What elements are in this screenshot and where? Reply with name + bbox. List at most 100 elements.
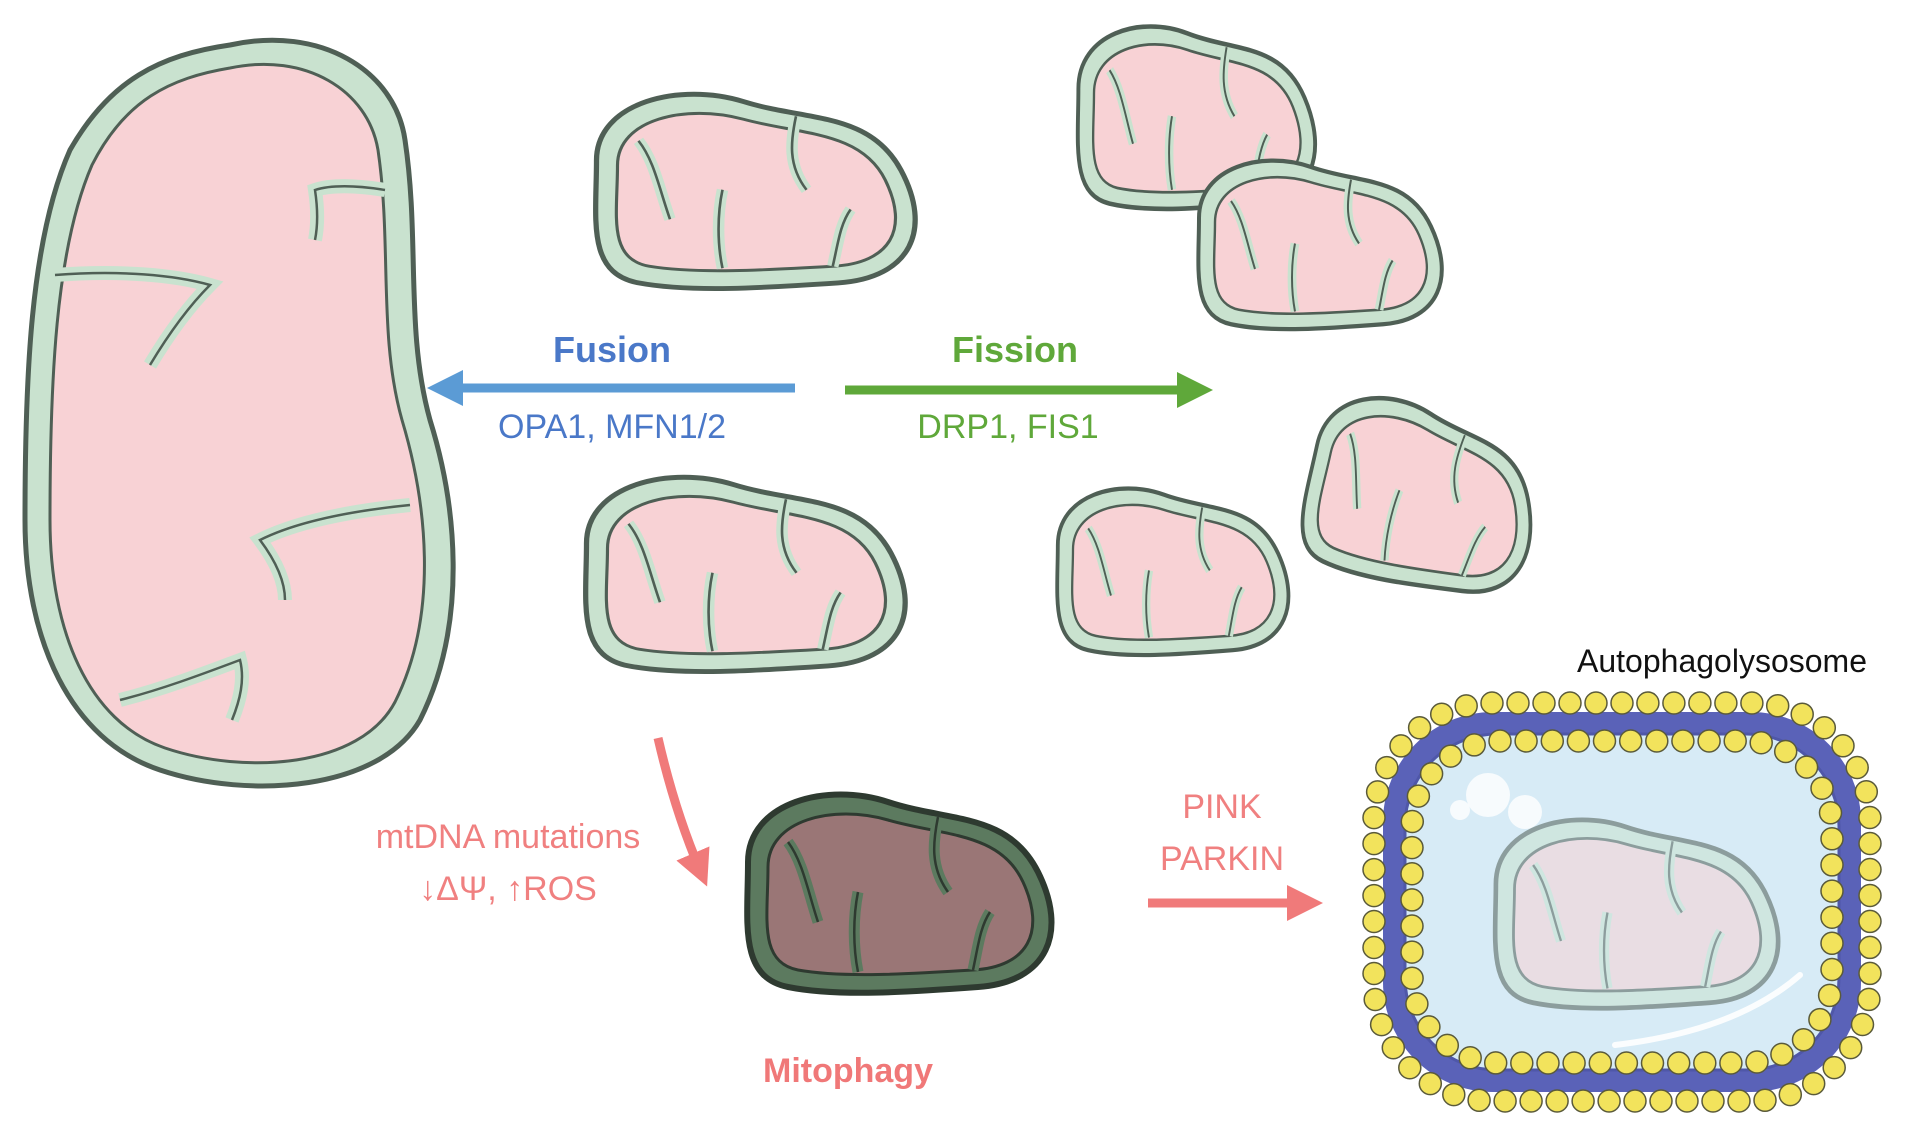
lipid-bead (1623, 1089, 1647, 1113)
lipid-bead (1532, 691, 1556, 715)
lipid-bead (1407, 716, 1432, 740)
lipid-bead (1483, 1051, 1508, 1075)
lipid-bead (1566, 729, 1591, 753)
lipid-bead (1671, 729, 1695, 753)
lipid-bead (1645, 729, 1669, 753)
lipid-bead (1438, 744, 1463, 768)
lipid-bead (1419, 761, 1444, 786)
lipid-bead (1820, 853, 1844, 877)
lipid-bead (1858, 805, 1882, 830)
lipid-bead (1571, 1089, 1595, 1113)
lipid-bead (1845, 755, 1869, 780)
fusion-label: Fusion (553, 329, 671, 370)
lipid-bead (1417, 1015, 1441, 1039)
vesicle-bubble (1450, 800, 1470, 820)
lipid-bead (1753, 1088, 1777, 1113)
lipid-bead (1362, 805, 1386, 830)
lipid-bead (1618, 729, 1643, 753)
lipid-bead (1778, 1082, 1803, 1107)
lipid-bead (1488, 729, 1512, 753)
lipid-bead (1592, 729, 1617, 753)
lipid-bead (1435, 1033, 1460, 1058)
lipid-bead (1381, 1035, 1406, 1060)
fusion-proteins-label: OPA1, MFN1/2 (498, 408, 726, 446)
lipid-bead (1540, 729, 1565, 753)
lipid-bead (1675, 1089, 1699, 1113)
lipid-bead (1858, 909, 1882, 934)
lipid-bead (1723, 729, 1747, 753)
lipid-bead (1480, 691, 1504, 715)
lipid-bead (1770, 1042, 1794, 1067)
lipid-bead (1693, 1051, 1717, 1075)
mtdna-mutations-label: mtDNA mutations (376, 818, 641, 856)
lipid-bead (1400, 940, 1424, 964)
lipid-bead (1745, 1050, 1769, 1074)
lipid-bead (1719, 1051, 1743, 1075)
lipid-bead (1854, 780, 1879, 804)
lipid-bead (1794, 755, 1819, 779)
lipid-bead (1688, 691, 1712, 715)
lipid-bead (1458, 1046, 1482, 1070)
mitochondrion-center-bottom (586, 477, 906, 671)
vesicle-bubble (1466, 773, 1510, 817)
fission-label: Fission (952, 329, 1078, 370)
lipid-bead (1614, 1051, 1639, 1075)
lipid-bead (1429, 702, 1454, 727)
lipid-bead (1817, 983, 1842, 1008)
lipid-bead (1858, 961, 1882, 986)
lipid-bead (1791, 1028, 1816, 1052)
lipid-bead (1400, 914, 1424, 938)
lipid-bead (1858, 831, 1882, 856)
lipid-bead (1562, 1051, 1586, 1075)
lipid-bead (1820, 957, 1844, 982)
lipid-bead (1362, 883, 1386, 908)
lipid-bead (1820, 905, 1844, 929)
lipid-bead (1400, 966, 1424, 991)
lipid-bead (1442, 1082, 1466, 1107)
lipid-bead (1510, 1051, 1534, 1075)
lipid-bead (1858, 857, 1882, 882)
lipid-bead (1400, 835, 1424, 860)
lipid-bead (1418, 1071, 1443, 1096)
lipid-bead (1812, 716, 1837, 740)
lipid-bead (1610, 691, 1634, 715)
vesicle-bubble (1508, 795, 1542, 829)
lipid-bead (1493, 1089, 1517, 1113)
fission-fragment-3 (1292, 386, 1552, 608)
lipid-bead (1536, 1051, 1560, 1075)
lipid-bead (1858, 883, 1882, 908)
autophagolysosome-label: Autophagolysosome (1577, 643, 1867, 679)
parkin-label: PARKIN (1160, 840, 1284, 878)
lipid-bead (1857, 987, 1881, 1012)
lipid-bead (1740, 691, 1764, 715)
lipid-bead (1808, 1007, 1832, 1032)
lipid-bead (1389, 734, 1413, 758)
lipid-bead (1790, 702, 1814, 726)
lipid-bead (1697, 729, 1721, 753)
lipid-bead (1400, 861, 1424, 886)
lipid-bead (1801, 1071, 1826, 1096)
lipid-bead (1362, 857, 1386, 882)
lipid-bead (1850, 1012, 1875, 1037)
lipid-bead (1640, 1051, 1665, 1075)
lipid-bead (1636, 691, 1660, 715)
fused-mitochondrion (22, 37, 456, 789)
lipid-bead (1818, 801, 1843, 825)
lipid-bead (1545, 1089, 1569, 1113)
autophagolysosome (1362, 691, 1882, 1113)
lipid-bead (1662, 691, 1686, 715)
lipid-bead (1820, 879, 1844, 903)
lipid-bead (1454, 694, 1478, 718)
mitophagy-label: Mitophagy (763, 1052, 933, 1090)
damage-arrow (653, 736, 710, 887)
damaged-mitochondrion (744, 791, 1055, 996)
fission-proteins-label: DRP1, FIS1 (917, 408, 1098, 446)
lipid-bead (1838, 1035, 1863, 1060)
mitochondrion-center-top (596, 94, 916, 288)
lipid-bead (1701, 1089, 1725, 1113)
lipid-bead (1514, 729, 1538, 753)
lipid-bead (1597, 1089, 1621, 1113)
lipid-bead (1406, 784, 1431, 808)
lipid-bead (1362, 935, 1386, 960)
